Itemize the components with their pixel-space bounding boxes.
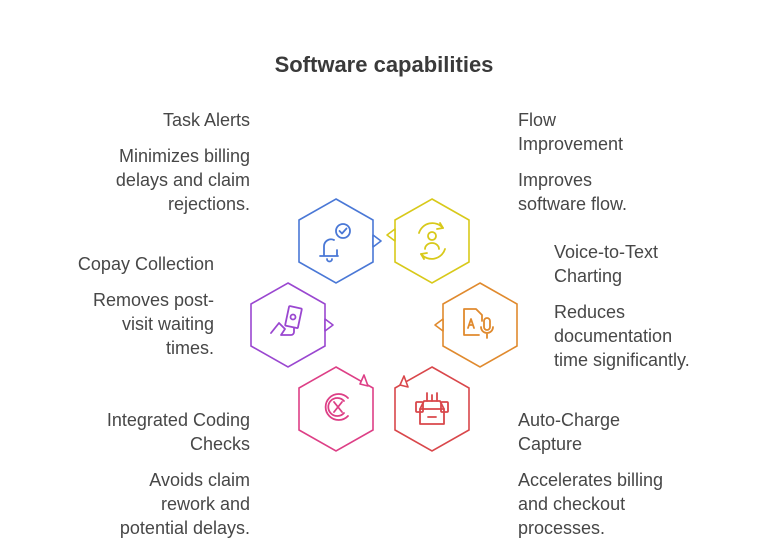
auto-charge-heading: Auto-Charge Capture bbox=[518, 410, 621, 454]
hex-auto-charge bbox=[394, 366, 470, 452]
task-alerts-description: Minimizes billing delays and claim rejec… bbox=[115, 146, 250, 214]
voice-to-text-description: Reduces documentation time significantly… bbox=[554, 302, 690, 370]
integrated-coding-description: Avoids claim rework and potential delays… bbox=[119, 470, 250, 538]
copay-collection-heading: Copay Collection bbox=[77, 254, 214, 274]
code-x-icon bbox=[324, 393, 349, 421]
cash-register-icon bbox=[415, 392, 449, 425]
user-refresh-icon bbox=[418, 222, 446, 260]
hex-integrated-coding bbox=[298, 366, 374, 452]
hex-voice-to-text bbox=[434, 282, 518, 368]
hex-task-alerts bbox=[298, 198, 382, 284]
task-alerts-heading: Task Alerts bbox=[162, 110, 250, 130]
voice-to-text-heading: Voice-to-Text Charting bbox=[554, 242, 659, 286]
flow-improvement-description: Improves software flow. bbox=[518, 170, 628, 214]
diagram-title: Software capabilities bbox=[274, 52, 494, 77]
hand-cash-icon bbox=[270, 305, 303, 336]
copay-collection-description: Removes post- visit waiting times. bbox=[92, 290, 214, 358]
document-microphone-icon bbox=[463, 308, 494, 339]
bell-check-icon bbox=[319, 223, 351, 263]
flow-improvement-heading: Flow Improvement bbox=[518, 110, 624, 154]
hex-flow-improvement bbox=[386, 198, 470, 284]
auto-charge-description: Accelerates billing and checkout process… bbox=[518, 470, 664, 538]
integrated-coding-heading: Integrated Coding Checks bbox=[106, 410, 250, 454]
hex-copay-collection bbox=[250, 282, 334, 368]
